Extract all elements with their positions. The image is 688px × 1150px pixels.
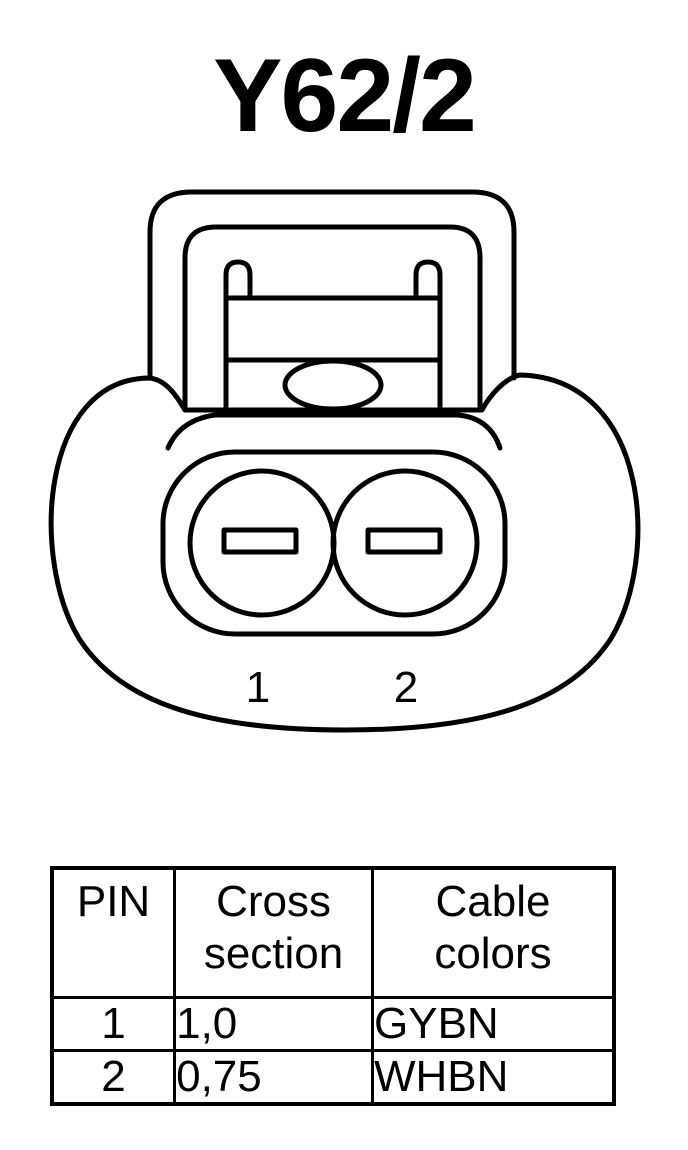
latch-inner: [182, 224, 483, 413]
pin-cavity-frame: [160, 449, 508, 637]
row-2-color: WHBN: [371, 1049, 616, 1106]
row-1-cross-section: 1,0: [173, 996, 374, 1052]
header-pin: PIN: [50, 866, 177, 999]
lock-post-right: [413, 259, 443, 413]
connector-outer-body: [48, 372, 641, 733]
row-1-color: GYBN: [371, 996, 616, 1052]
header-cross-section-line-1: Cross: [216, 877, 331, 926]
pin-assignment-table: PIN Cross section Cable colors 1 1,0 GYB…: [50, 866, 616, 1106]
pin-terminal-1: [221, 527, 299, 555]
header-cross-section: Cross section: [173, 866, 374, 999]
release-button: [282, 358, 384, 412]
header-pin-label: PIN: [76, 877, 151, 926]
header-cable-colors-line-1: Cable: [435, 877, 551, 926]
inner-housing-top: [165, 412, 503, 451]
row-1-pin: 1: [50, 996, 177, 1052]
header-cross-section-line-2: section: [203, 929, 344, 978]
connector-diagram: 1 2: [48, 189, 641, 733]
header-cable-colors: Cable colors: [371, 866, 616, 999]
table-header-row: PIN Cross section Cable colors: [50, 866, 616, 999]
connector-title: Y62/2: [213, 38, 477, 154]
row-2-cross-section: 0,75: [173, 1049, 374, 1106]
pin-label-2: 2: [394, 663, 418, 712]
latch-outer: [147, 189, 517, 381]
header-cable-colors-line-2: colors: [434, 929, 552, 978]
table-row: 2 0,75 WHBN: [50, 1049, 616, 1106]
pin-circle-2: [330, 468, 480, 618]
row-2-pin: 2: [50, 1049, 177, 1106]
pin-label-1: 1: [246, 663, 270, 712]
pin-circle-1: [187, 468, 337, 618]
lock-post-left: [223, 259, 253, 413]
table-row: 1 1,0 GYBN: [50, 996, 616, 1052]
pin-terminal-2: [365, 527, 443, 555]
